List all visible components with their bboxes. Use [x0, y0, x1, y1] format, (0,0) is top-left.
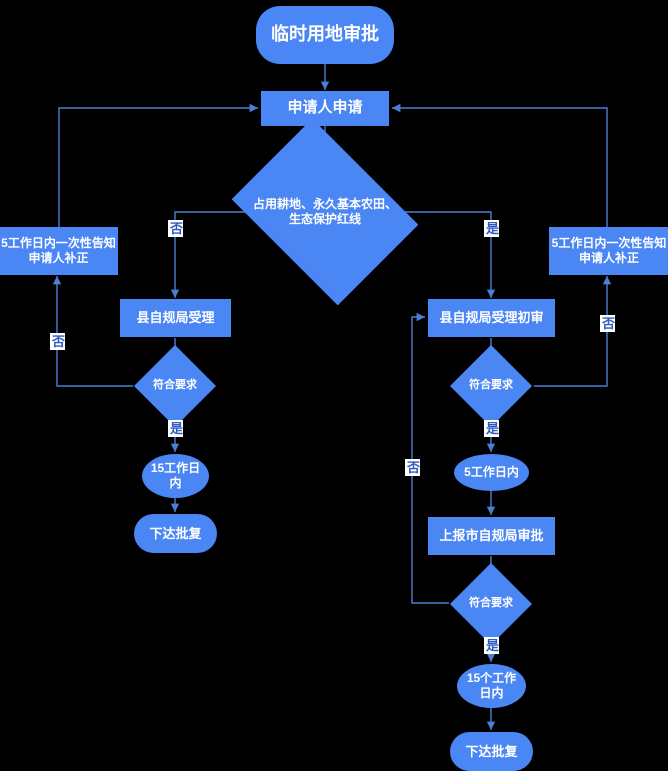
node-start[interactable]: 临时用地审批 — [256, 6, 394, 64]
node-city-bureau-approve[interactable]: 上报市自规局审批 — [428, 517, 555, 555]
node-applicant-apply-label: 申请人申请 — [287, 99, 363, 117]
node-decision-city-requirements[interactable]: 符合要求 — [449, 562, 533, 646]
edge-label-land-no: 否 — [168, 220, 184, 237]
edge-land-yes — [390, 211, 496, 298]
edge-label-left-req-no: 否 — [50, 333, 66, 350]
node-decision-land-use-label: 占用耕地、永久基本农田、生态保护红线 — [252, 197, 397, 226]
edge-label-land-yes: 是 — [484, 220, 500, 237]
node-notify-correction-left-label: 5工作日内一次性告知申请人补正 — [1, 236, 116, 265]
edge-label-city-req-yes: 是 — [484, 637, 500, 654]
node-county-bureau-accept-review-label: 县自规局受理初审 — [439, 310, 544, 326]
node-5-workdays-right[interactable]: 5工作日内 — [454, 454, 529, 491]
node-decision-right-requirements-label: 符合要求 — [469, 379, 513, 392]
node-issue-reply-left[interactable]: 下达批复 — [134, 514, 217, 553]
node-15-workdays-city[interactable]: 15个工作日内 — [457, 664, 526, 708]
edge-land-no — [170, 211, 260, 298]
node-15-workdays-left[interactable]: 15工作日内 — [142, 454, 209, 498]
node-decision-city-requirements-label: 符合要求 — [469, 597, 513, 610]
node-start-label: 临时用地审批 — [271, 24, 379, 45]
edge-notify-right-to-apply — [392, 103, 608, 227]
node-notify-correction-right-label: 5工作日内一次性告知申请人补正 — [551, 236, 667, 265]
node-city-bureau-approve-label: 上报市自规局审批 — [439, 528, 544, 544]
node-decision-land-use[interactable]: 占用耕地、永久基本农田、生态保护红线 — [231, 118, 419, 306]
node-county-bureau-accept-label: 县自规局受理 — [136, 310, 215, 326]
edge-label-city-req-no: 否 — [405, 459, 421, 476]
edge-label-left-req-yes: 是 — [168, 420, 184, 437]
node-issue-reply-left-label: 下达批复 — [149, 525, 202, 541]
edge-left-req-no — [52, 276, 133, 387]
edge-label-right-req-yes: 是 — [484, 420, 500, 437]
node-applicant-apply[interactable]: 申请人申请 — [261, 91, 389, 126]
node-decision-left-requirements-label: 符合要求 — [153, 379, 197, 392]
edge-label-right-req-no: 否 — [600, 315, 616, 332]
node-issue-reply-right[interactable]: 下达批复 — [450, 732, 533, 771]
edge-notify-left-to-apply — [58, 103, 258, 227]
node-issue-reply-right-label: 下达批复 — [465, 743, 518, 759]
node-notify-correction-left[interactable]: 5工作日内一次性告知申请人补正 — [0, 227, 118, 275]
node-15-workdays-city-label: 15个工作日内 — [466, 671, 517, 700]
node-decision-left-requirements[interactable]: 符合要求 — [133, 344, 217, 428]
node-15-workdays-left-label: 15工作日内 — [150, 461, 201, 490]
node-county-bureau-accept[interactable]: 县自规局受理 — [120, 299, 231, 337]
node-5-workdays-right-label: 5工作日内 — [464, 465, 519, 480]
edge-right-req-no — [534, 276, 612, 387]
node-decision-right-requirements[interactable]: 符合要求 — [449, 344, 533, 428]
node-county-bureau-accept-review[interactable]: 县自规局受理初审 — [428, 299, 555, 337]
node-notify-correction-right[interactable]: 5工作日内一次性告知申请人补正 — [549, 227, 668, 275]
